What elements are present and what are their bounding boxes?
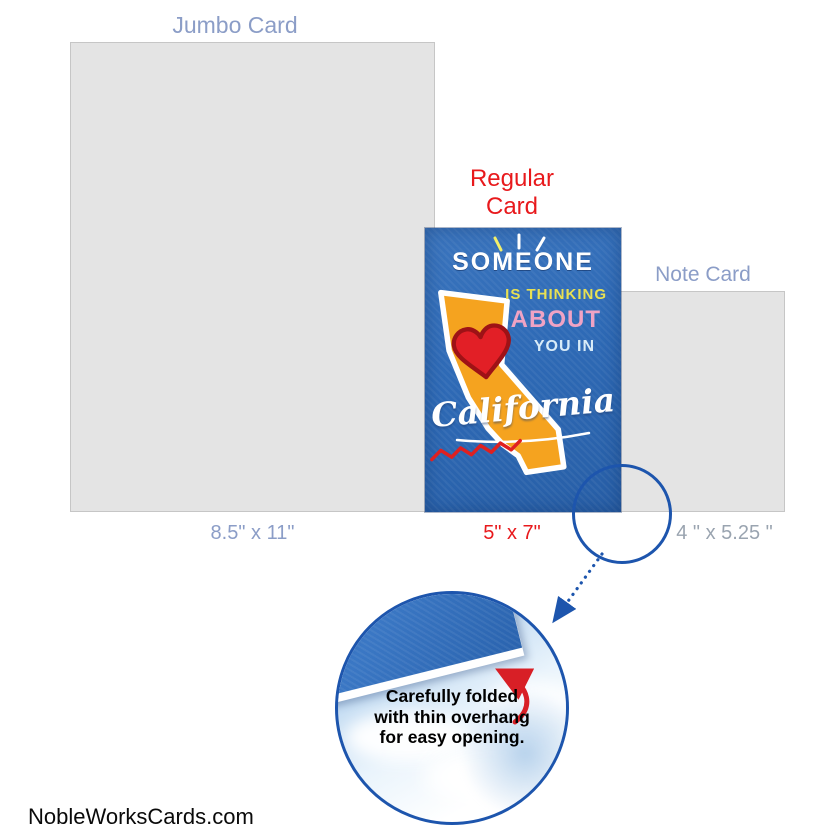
sky-patch [460, 688, 566, 818]
card-text-about: ABOUT [510, 306, 601, 333]
card-text-you-in: YOU IN [533, 338, 595, 355]
regular-card-label-line2: Card [485, 193, 539, 221]
corner-highlight-circle [572, 464, 672, 564]
regular-card-label-line1: Regular [469, 165, 555, 192]
jumbo-card-label: Jumbo Card [172, 12, 298, 38]
underline-swoosh-icon [455, 431, 591, 444]
jumbo-card-size: 8.5" x 11" [210, 522, 295, 544]
card-text-someone: SOMEONE [452, 248, 594, 276]
note-card-size: 4 " x 5.25 " [676, 522, 773, 544]
site-name: NobleWorksCards.com [28, 804, 254, 829]
red-zigzag-icon [430, 438, 522, 462]
california-state-icon [438, 289, 567, 476]
heart-icon [451, 323, 511, 380]
regular-card-artwork: SOMEONE IS THINKING ABOUT YOU IN Califor… [425, 228, 621, 512]
red-arrow-icon [495, 668, 535, 725]
note-card-label: Note Card [655, 263, 751, 286]
fold-detail-circle: Carefully folded with thin overhang for … [335, 591, 569, 825]
regular-card-label: Regular Card [428, 165, 596, 222]
fold-detail-caption: Carefully folded with thin overhang for … [374, 686, 530, 748]
card-text-is-thinking: IS THINKING [505, 286, 607, 303]
regular-card-size: 5" x 7" [483, 522, 541, 544]
jumbo-card-outline [70, 42, 435, 512]
rays-icon [493, 233, 546, 252]
